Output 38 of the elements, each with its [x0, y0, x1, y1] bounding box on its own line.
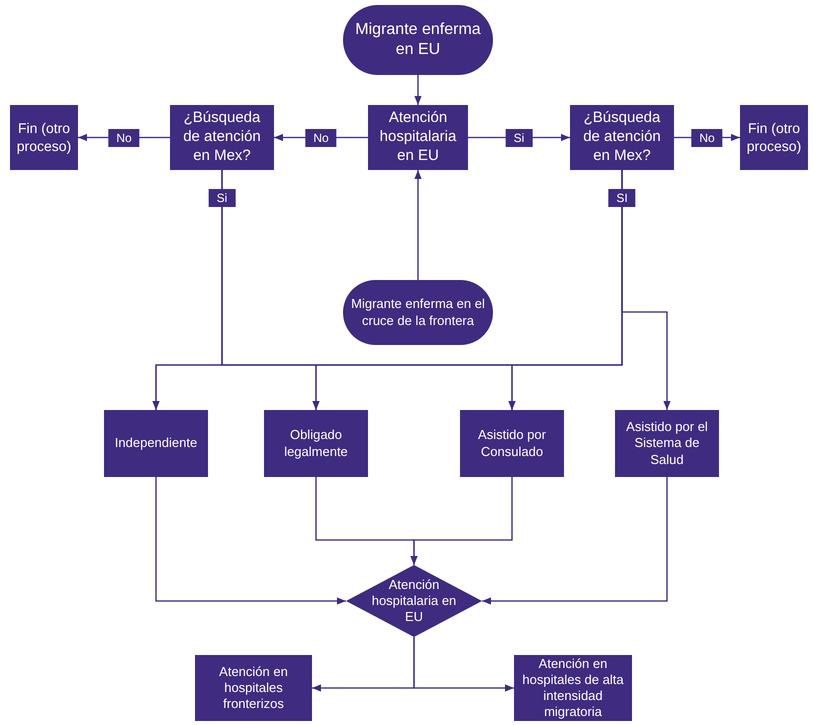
- process-box: [615, 410, 719, 477]
- node-label: Fin (otro proceso): [746, 120, 802, 155]
- process-box: [368, 105, 468, 170]
- node-label: Asistido por Consulado: [477, 427, 547, 460]
- edge-label: Si: [506, 128, 532, 146]
- process-box: [195, 655, 312, 721]
- process-box: [460, 410, 564, 477]
- node-label: Atención hospitalaria en EU: [378, 109, 458, 166]
- node-label: Migrante enferma en el cruce de la frontera: [350, 296, 486, 329]
- node-label: ¿Búsqueda de atención en Mex?: [182, 109, 262, 166]
- node-label: ¿Búsqueda de atención en Mex?: [582, 109, 662, 166]
- connector-arrow: [155, 477, 346, 605]
- node-label: Independiente: [114, 435, 198, 452]
- process-box: [10, 105, 78, 170]
- node-label: Atención hospitalaria en EU: [370, 576, 458, 626]
- node-label: Migrante enferma en EU: [354, 20, 482, 60]
- connector-arrow: [414, 75, 422, 105]
- process-box: [264, 410, 368, 477]
- connector-arrow: [410, 477, 513, 565]
- edge-label: No: [108, 128, 140, 146]
- node-label: Atención en hospitales fronterizos: [218, 664, 289, 712]
- edge-label: Si: [208, 189, 236, 207]
- node-label: Asistido por el Sistema de Salud: [625, 419, 709, 468]
- decision-diamond: [346, 565, 482, 637]
- connector-arrow: [413, 637, 514, 692]
- process-box: [104, 410, 208, 477]
- node-label: Fin (otro proceso): [16, 120, 72, 155]
- connector-arrow: [621, 170, 671, 410]
- process-box: [170, 105, 274, 170]
- connector-arrow: [414, 170, 422, 280]
- node-label: Obligado legalmente: [283, 427, 349, 460]
- edge-label: No: [691, 128, 723, 146]
- edge-label: SI: [608, 189, 636, 207]
- node-label: Atención en hospitales de alta intensidad migratoria: [521, 656, 625, 720]
- process-box: [570, 105, 674, 170]
- edge-label: No: [305, 128, 337, 146]
- connector-arrow: [482, 477, 668, 605]
- process-box: [740, 105, 808, 170]
